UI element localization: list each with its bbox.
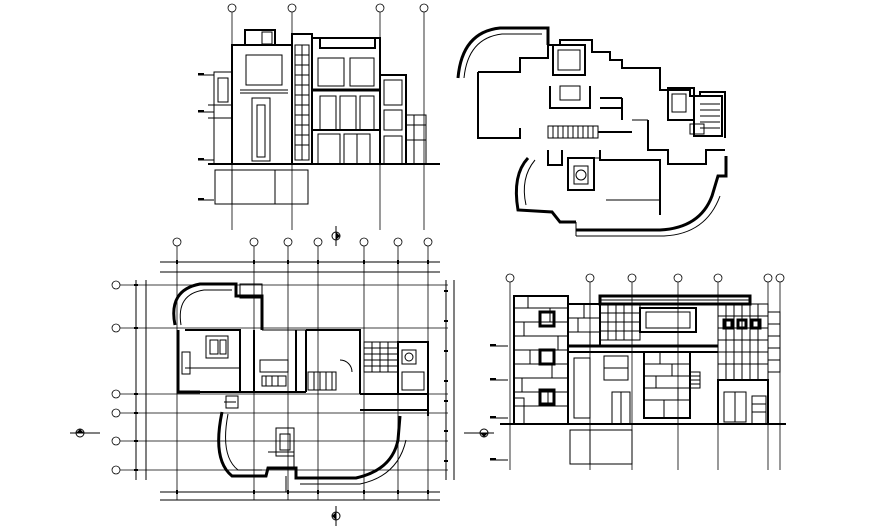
plan-vertical-grid <box>172 237 433 500</box>
grid-bubble <box>111 436 121 446</box>
level-markers <box>198 73 214 201</box>
grid-bubble <box>713 273 723 283</box>
stone-cladding-left <box>513 295 569 425</box>
plan-stair <box>363 341 399 373</box>
grid-bubble <box>111 465 121 475</box>
grid-bubble <box>775 273 785 283</box>
grid-bubble <box>375 3 385 13</box>
front-elevation <box>198 3 440 230</box>
stair-2 <box>700 103 720 129</box>
side-elevation <box>490 273 786 470</box>
glass-block-column <box>294 44 310 161</box>
grid-bubble <box>505 273 515 283</box>
grid-bubble <box>287 3 297 13</box>
side-level-markers <box>490 344 508 461</box>
glass-block-band <box>599 303 641 341</box>
grid-bubble <box>249 237 259 247</box>
grid-bubble <box>111 389 121 399</box>
grid-bubble <box>313 237 323 247</box>
grid-bubble <box>627 273 637 283</box>
section-marker-top <box>331 226 341 246</box>
glass-block-right <box>717 303 769 381</box>
grid-bubble <box>111 323 121 333</box>
dimension-lines <box>134 260 455 501</box>
stair <box>547 125 599 139</box>
grid-bubble <box>172 237 182 247</box>
grid-bubble <box>111 280 121 290</box>
section-marker-left <box>70 428 100 438</box>
grid-bubble <box>585 273 595 283</box>
section-marker-right <box>464 428 494 438</box>
grid-bubble <box>227 3 237 13</box>
upper-floor-plan <box>456 26 728 237</box>
stone-cladding-center <box>643 351 691 419</box>
grid-bubble <box>283 237 293 247</box>
grid-bubble <box>419 3 429 13</box>
grid-bubble <box>111 408 121 418</box>
grid-bubble <box>673 273 683 283</box>
grid-bubble <box>393 237 403 247</box>
stone-cladding-middle <box>567 303 601 347</box>
grid-bubble <box>359 237 369 247</box>
grid-bubble <box>423 237 433 247</box>
section-marker-bottom <box>331 506 341 526</box>
grid-bubble <box>763 273 773 283</box>
ground-floor-plan <box>70 226 494 526</box>
